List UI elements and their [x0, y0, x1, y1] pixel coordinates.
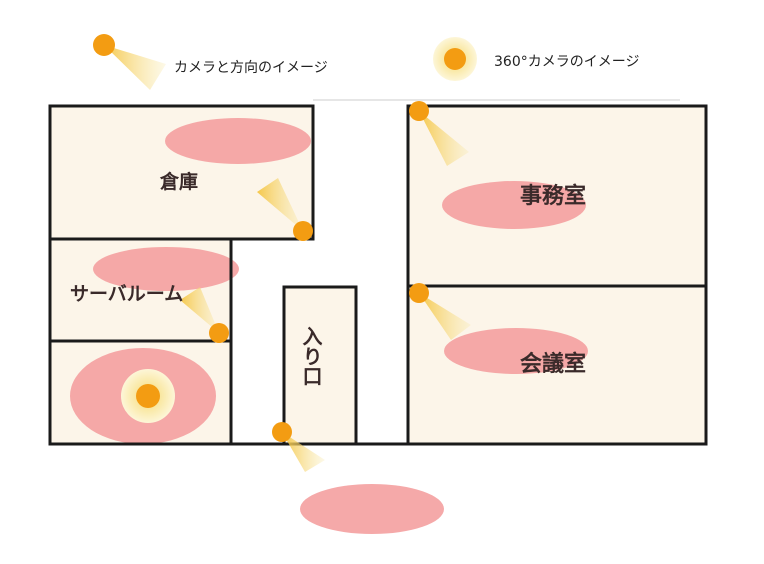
- room-label-meeting-room: 会議室: [520, 351, 586, 377]
- legend-directional-camera-label: カメラと方向のイメージ: [174, 60, 328, 76]
- room-label-server-room: サーバルーム: [70, 283, 183, 305]
- legend-view-cone-icon: [104, 45, 166, 90]
- walls: [48, 104, 708, 446]
- room-label-office: 事務室: [520, 183, 586, 209]
- view-cone-icon: [257, 178, 303, 231]
- view-cone-icon: [419, 293, 471, 340]
- coverage-server-room: [93, 247, 239, 291]
- view-cones: [180, 111, 471, 472]
- camera-dot-icon: [409, 283, 429, 303]
- view-cone-icon: [180, 287, 219, 333]
- camera-360-icon: [136, 384, 160, 408]
- coverage-office: [442, 181, 586, 229]
- legend-camera-360-icon: [444, 48, 466, 70]
- legend-camera-360-label: 360°カメラのイメージ: [494, 54, 639, 70]
- legend: カメラと方向のイメージ 360°カメラのイメージ: [93, 34, 639, 90]
- camera-dot-icon: [409, 101, 429, 121]
- room-labels: 倉庫 サーバルーム 事務室 会議室 入り口: [70, 170, 586, 386]
- entrance-floor: [284, 287, 356, 444]
- camera-dot-icon: [293, 221, 313, 241]
- room-label-storage: 倉庫: [159, 170, 198, 193]
- camera-dot-icon: [209, 323, 229, 343]
- room-label-entrance: 入り口: [299, 326, 323, 386]
- coverage-outside: [300, 484, 444, 534]
- coverage-storage: [165, 118, 311, 164]
- view-cone-icon: [282, 432, 325, 472]
- view-cone-icon: [419, 111, 469, 166]
- camera-dot-icon: [272, 422, 292, 442]
- cameras: [121, 101, 429, 442]
- coverage-meeting-room: [444, 328, 588, 374]
- legend-camera-dot-icon: [93, 34, 115, 56]
